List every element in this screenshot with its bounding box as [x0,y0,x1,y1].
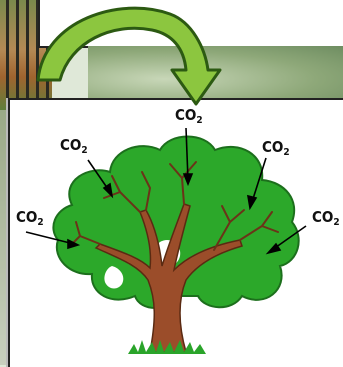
co2-label-mid-right: CO2 [312,208,340,228]
co2-label-mid-left: CO2 [16,208,44,228]
co2-label-upper-left: CO2 [60,136,88,156]
co2-label-top: CO2 [175,106,203,126]
curved-arrow [38,8,220,104]
co2-label-upper-right: CO2 [262,138,290,158]
